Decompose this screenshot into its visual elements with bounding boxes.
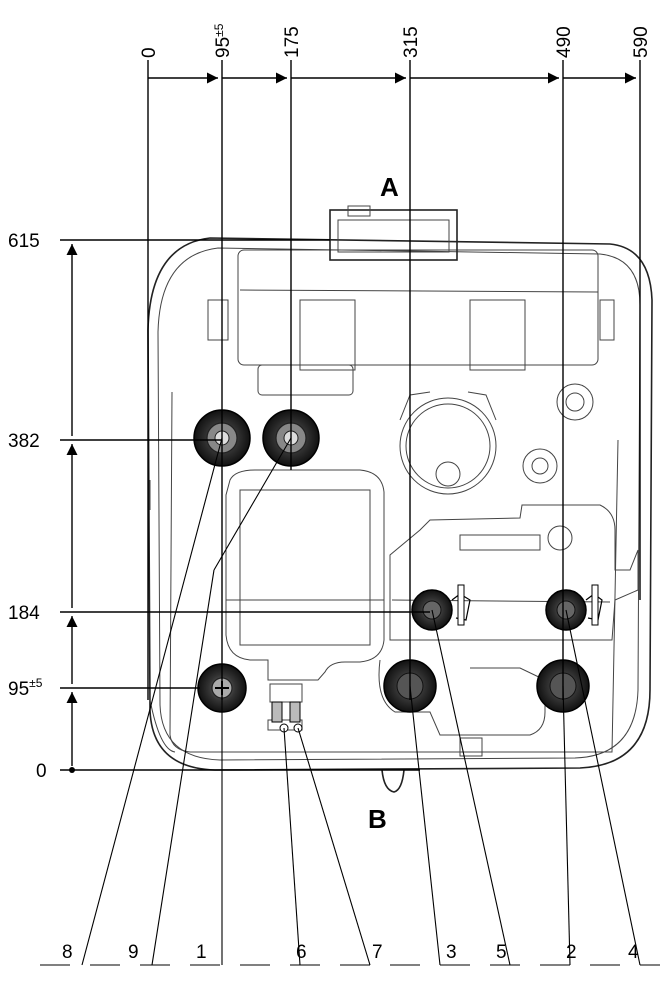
- callout-6: 6: [296, 942, 307, 963]
- v-dim-95-value: 95: [8, 679, 29, 700]
- v-dim-382: 382: [8, 431, 40, 452]
- h-dim-490: 490: [554, 26, 575, 58]
- h-dim-95: 95±5: [212, 23, 234, 58]
- view-label-top: A: [380, 172, 399, 202]
- v-dim-615: 615: [8, 231, 40, 252]
- v-dim-95: 95±5: [8, 676, 43, 700]
- view-label-bottom: B: [368, 804, 387, 834]
- callout-labels: 8 9 1 6 7 3 5 2 4: [62, 942, 639, 963]
- pump-housing: [399, 397, 497, 495]
- callout-5: 5: [496, 942, 507, 963]
- boiler-body: [147, 205, 653, 793]
- fitting-6-7: [271, 701, 303, 733]
- callout-9: 9: [128, 942, 139, 963]
- callout-8: 8: [62, 942, 73, 963]
- h-dim-95-value: 95: [213, 37, 234, 58]
- horizontal-dimensions: 0 95±5 175 315 490 590: [139, 23, 652, 700]
- callout-2: 2: [566, 942, 577, 963]
- v-dim-184: 184: [8, 603, 40, 624]
- fitting-5: [411, 584, 471, 631]
- callout-4: 4: [628, 942, 639, 963]
- top-connector: [329, 209, 458, 261]
- callout-1: 1: [196, 942, 207, 963]
- callout-3: 3: [446, 942, 457, 963]
- callout-7: 7: [372, 942, 383, 963]
- callout-leaders: [40, 437, 660, 966]
- h-dim-0: 0: [139, 47, 160, 58]
- h-dim-175: 175: [282, 26, 303, 58]
- h-dim-315: 315: [401, 26, 422, 58]
- h-dim-590: 590: [631, 26, 652, 58]
- fitting-4: [545, 584, 603, 631]
- v-dim-0: 0: [36, 761, 47, 782]
- h-dim-95-tolerance: ±5: [212, 23, 226, 37]
- vertical-dimensions: 615 382 184 95±5 0: [8, 231, 430, 782]
- v-dim-95-tolerance: ±5: [29, 676, 43, 690]
